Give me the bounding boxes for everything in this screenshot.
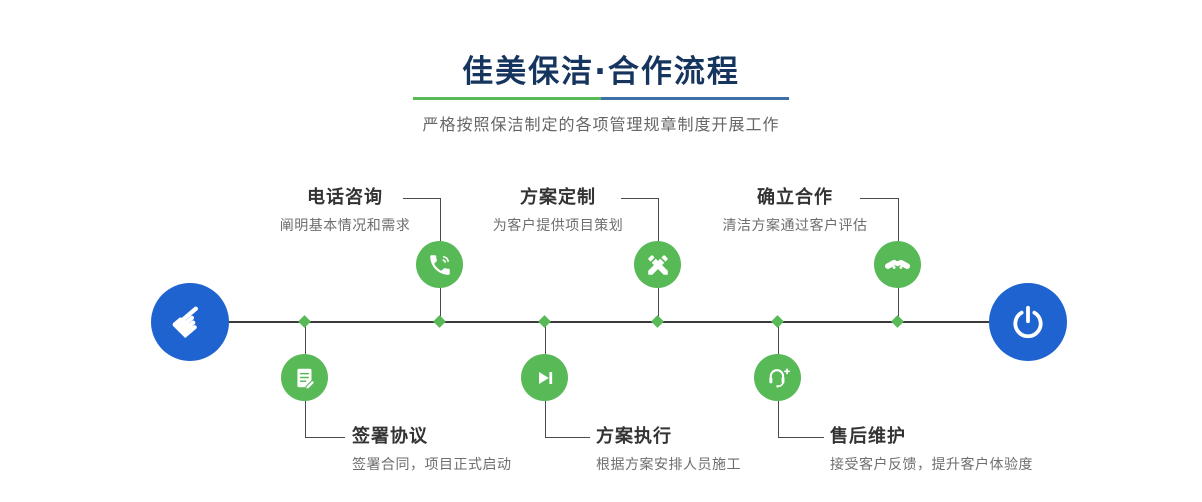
contract-icon (296, 368, 316, 390)
timeline-diamond-marker (538, 315, 551, 328)
step-node-aftersales (754, 354, 801, 401)
design-pencils-icon (647, 254, 668, 275)
connector-line (860, 198, 898, 199)
connector-line (898, 198, 899, 241)
connector-line (621, 198, 658, 199)
connector-line (305, 401, 306, 437)
title-divider (413, 97, 789, 100)
execute-play-icon (538, 371, 552, 384)
connector-line (440, 198, 441, 241)
divider-green-segment (413, 97, 601, 100)
step-desc: 签署合同，项目正式启动 (352, 457, 512, 473)
step-label-execute: 方案执行 根据方案安排人员施工 (596, 425, 846, 474)
timeline-diamond-marker (433, 315, 446, 328)
connector-line (545, 322, 546, 354)
step-title: 售后维护 (830, 426, 906, 447)
connector-line (545, 437, 590, 438)
timeline-diamond-marker (891, 315, 904, 328)
timeline-diamond-marker (651, 315, 664, 328)
step-desc: 清洁方案通过客户评估 (722, 218, 868, 234)
end-node (989, 283, 1067, 361)
step-label-phone: 电话咨询 阐明基本情况和需求 (245, 186, 445, 235)
start-node: ☛ (151, 283, 229, 361)
power-icon (1013, 305, 1043, 339)
step-title: 签署协议 (352, 426, 428, 447)
step-title: 电话咨询 (307, 187, 383, 208)
connector-line (440, 288, 441, 322)
step-title: 方案定制 (520, 187, 596, 208)
step-node-execute (521, 354, 568, 401)
step-label-handshake: 确立合作 清洁方案通过客户评估 (695, 186, 895, 235)
page-subtitle: 严格按照保洁制定的各项管理规章制度开展工作 (422, 115, 780, 134)
connector-line (305, 437, 345, 438)
page-title: 佳美保洁·合作流程 (462, 54, 740, 90)
divider-blue-segment (601, 97, 789, 100)
connector-line (778, 322, 779, 354)
step-title: 方案执行 (596, 426, 672, 447)
connector-line (898, 288, 899, 322)
step-node-design (634, 241, 681, 288)
step-node-phone (416, 241, 463, 288)
step-desc: 根据方案安排人员施工 (596, 457, 741, 473)
step-label-contract: 签署协议 签署合同，项目正式启动 (352, 425, 602, 474)
connector-line (658, 198, 659, 241)
step-desc: 接受客户反馈，提升客户体验度 (830, 457, 1033, 473)
pointing-hand-icon: ☛ (159, 290, 220, 353)
timeline-diamond-marker (298, 315, 311, 328)
step-desc: 阐明基本情况和需求 (279, 218, 411, 234)
step-title: 确立合作 (757, 187, 833, 208)
connector-line (658, 288, 659, 322)
connector-line (778, 401, 779, 437)
step-label-design: 方案定制 为客户提供项目策划 (458, 186, 658, 235)
timeline-line (200, 321, 1000, 323)
connector-line (403, 198, 440, 199)
step-desc: 为客户提供项目策划 (492, 218, 624, 234)
step-label-aftersales: 售后维护 接受客户反馈，提升客户体验度 (830, 425, 1110, 474)
connector-line (545, 401, 546, 437)
handshake-icon (884, 259, 911, 269)
step-node-handshake (874, 241, 921, 288)
phone-icon (429, 254, 450, 275)
aftersales-headset-icon (769, 368, 791, 388)
connector-line (778, 437, 824, 438)
step-node-contract (281, 354, 328, 401)
timeline-diamond-marker (771, 315, 784, 328)
connector-line (305, 322, 306, 354)
